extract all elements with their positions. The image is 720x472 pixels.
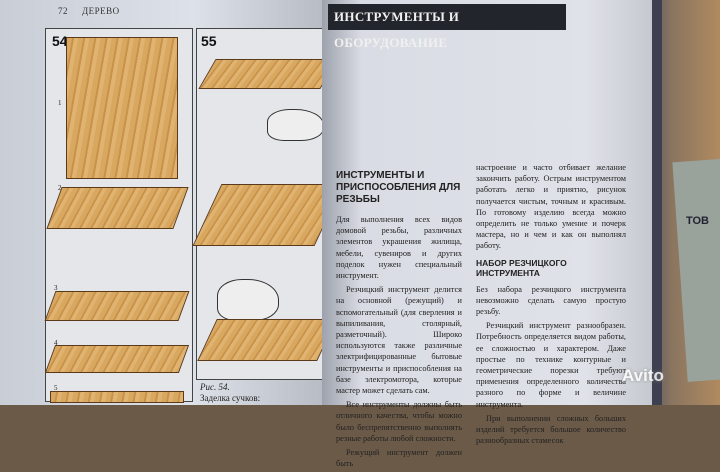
label: 1 <box>58 99 62 107</box>
page-number: 72 <box>58 6 68 16</box>
paragraph: Без набора резчицкого инструмента невозм… <box>476 284 626 317</box>
label: 3 <box>54 284 58 292</box>
label: 5 <box>54 384 58 392</box>
paragraph: При выполнении сложных больших изделий т… <box>476 413 626 446</box>
wood-board-illustration <box>46 187 189 229</box>
paragraph: Резчицкий инструмент разнообразен. Потре… <box>476 321 626 409</box>
text-column-1: ИНСТРУМЕНТЫ И ПРИСПОСОБЛЕНИЯ ДЛЯ РЕЗЬБЫ … <box>336 170 462 472</box>
paragraph: Резчицкий инструмент делится на основной… <box>336 285 462 396</box>
text-column-2: настроение и часто отбивает желание зако… <box>476 162 626 449</box>
paragraph: настроение и часто отбивает желание зако… <box>476 163 626 251</box>
background-book-text: ТОВ <box>686 215 709 227</box>
left-page: 72 ДЕРЕВО 54 1 2 3 4 5 55 Рис. 54.Заделка… <box>0 0 344 405</box>
avito-watermark: Avito <box>622 366 664 385</box>
figure-caption: Рис. 54.Заделка сучков: <box>200 382 260 404</box>
subsection-title: НАБОР РЕЗЧИЦКОГО ИНСТРУМЕНТА <box>476 257 567 278</box>
running-head-title: ДЕРЕВО <box>82 6 120 16</box>
hand-illustration <box>267 109 324 141</box>
wood-board-illustration <box>192 184 344 246</box>
right-page <box>322 0 652 405</box>
running-head: 72 ДЕРЕВО <box>58 6 134 16</box>
figure-55: 55 <box>192 28 344 380</box>
wood-board-illustration <box>66 37 178 179</box>
caption-title: Рис. 54. <box>200 382 230 392</box>
label: 2 <box>58 184 62 192</box>
caption-text: Заделка сучков: <box>200 393 261 403</box>
figure-54: 54 1 2 3 4 5 <box>44 28 193 403</box>
figure-number: 55 <box>201 33 217 49</box>
wood-board-illustration <box>198 59 338 89</box>
wood-board-illustration <box>44 291 190 321</box>
wood-board-illustration <box>197 319 337 361</box>
chapter-banner: ИНСТРУМЕНТЫ И ОБОРУДОВАНИЕ <box>328 4 566 50</box>
book-cover-edge <box>652 0 662 405</box>
paragraph: Режущий инструмент должен быть <box>336 448 462 469</box>
section-title: ИНСТРУМЕНТЫ И ПРИСПОСОБЛЕНИЯ ДЛЯ РЕЗЬБЫ <box>336 170 461 205</box>
figure-number: 54 <box>52 33 68 49</box>
paragraph: Все инструменты должны быть отличного ка… <box>336 400 462 443</box>
wood-board-illustration <box>44 345 190 373</box>
wood-board-illustration <box>50 391 184 403</box>
hand-illustration <box>217 279 279 321</box>
paragraph: Для выполнения всех видов домовой резьбы… <box>336 215 462 281</box>
label: 4 <box>54 339 58 347</box>
